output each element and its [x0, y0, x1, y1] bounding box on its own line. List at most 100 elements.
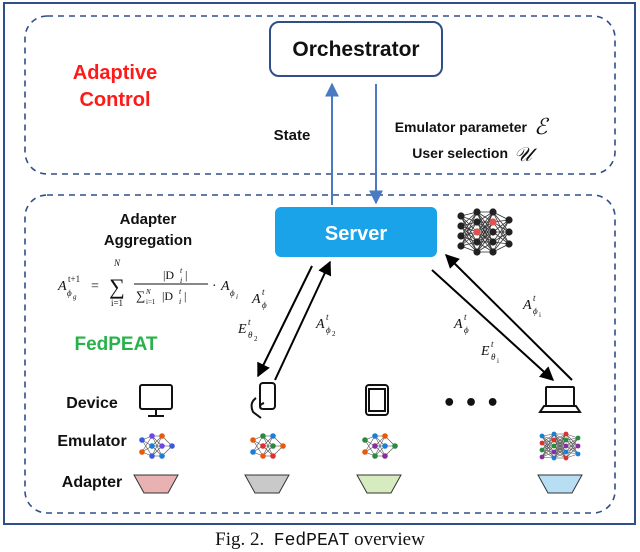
- svg-text:|D: |D: [163, 268, 174, 282]
- aggregation-formula: A t+1 ϕ g = N ∑ i=1 |D t i | ∑ i=1 N |D …: [57, 258, 238, 308]
- svg-text:A: A: [251, 292, 261, 307]
- svg-text:ϕ: ϕ: [326, 325, 331, 335]
- svg-text:t+1: t+1: [68, 274, 80, 284]
- network-node: [489, 228, 497, 236]
- svg-text:i: i: [180, 276, 182, 285]
- caption-prefix: Fig. 2.: [215, 529, 265, 550]
- network-node: [457, 242, 465, 250]
- laptop-icon: [538, 386, 582, 413]
- orchestrator-label: Orchestrator: [292, 38, 419, 61]
- network-node: [473, 208, 481, 216]
- server-box: Server: [275, 207, 437, 257]
- network-node: [473, 238, 481, 246]
- adapter-trapezoid-3: [356, 474, 402, 494]
- svg-text:i: i: [179, 297, 181, 306]
- server-label: Server: [325, 223, 387, 245]
- more-devices-ellipsis: • • •: [442, 391, 500, 416]
- outer-frame: [3, 2, 636, 525]
- server-neural-network-icon: [457, 208, 513, 256]
- svg-text:A: A: [453, 317, 463, 332]
- network-node: [457, 232, 465, 240]
- emulator-parameter-label: Emulator parameter: [395, 119, 528, 135]
- svg-text:A: A: [315, 317, 325, 332]
- emulator-network-2: [250, 433, 286, 459]
- monitor-icon: [139, 384, 173, 417]
- svg-text:θ: θ: [248, 330, 253, 340]
- svg-text:θ: θ: [491, 352, 496, 362]
- network-node: [473, 248, 481, 256]
- orchestrator-box: Orchestrator: [269, 21, 443, 77]
- svg-text:ϕ: ϕ: [230, 288, 235, 298]
- svg-text:2: 2: [254, 335, 258, 343]
- svg-text:i: i: [236, 293, 238, 301]
- svg-text:A: A: [220, 279, 230, 294]
- adapter-trapezoid-1: [133, 474, 179, 494]
- network-node: [505, 216, 513, 224]
- fedpeat-panel: [24, 194, 616, 514]
- device-row-label: Device: [66, 395, 118, 412]
- user-selection-label: User selection: [412, 145, 508, 161]
- adapter-aggregation-line2: Aggregation: [104, 232, 192, 249]
- network-node: [473, 228, 481, 236]
- svg-text:i=1: i=1: [111, 298, 123, 308]
- svg-text:∑: ∑: [136, 288, 145, 303]
- network-node: [489, 238, 497, 246]
- figure-caption: Fig. 2. FedPEAT overview: [0, 529, 640, 551]
- state-label: State: [274, 127, 311, 144]
- adaptive-control-panel: [24, 15, 616, 175]
- svg-text:i: i: [539, 311, 541, 319]
- svg-text:2: 2: [332, 330, 336, 338]
- svg-text:ϕ: ϕ: [533, 306, 538, 316]
- svg-text:t: t: [179, 287, 182, 296]
- svg-text:E: E: [480, 344, 490, 359]
- svg-text:|D: |D: [162, 289, 173, 303]
- emulator-network-4: [539, 431, 581, 461]
- svg-text:t: t: [180, 266, 183, 275]
- svg-text:A: A: [522, 298, 532, 313]
- adaptive-control-title-line2: Control: [79, 89, 150, 111]
- tablet-icon: [365, 384, 389, 416]
- caption-mono: FedPEAT: [273, 531, 350, 551]
- svg-text:t: t: [326, 312, 329, 322]
- emulator-network-3: [362, 433, 398, 459]
- svg-text:t: t: [533, 293, 536, 303]
- network-node: [505, 240, 513, 248]
- arrow-label-left-down-2: E t θ 2: [237, 317, 258, 343]
- svg-text:ϕ: ϕ: [464, 325, 469, 335]
- network-node: [505, 228, 513, 236]
- fedpeat-label: FedPEAT: [74, 334, 157, 355]
- arrow-label-right-down-2: E t θ i: [480, 339, 499, 365]
- svg-text:g: g: [73, 293, 77, 301]
- svg-text:|: |: [184, 289, 186, 303]
- svg-text:ϕ: ϕ: [262, 300, 267, 310]
- adapter-row-label: Adapter: [62, 474, 122, 491]
- network-node: [457, 222, 465, 230]
- network-node: [489, 208, 497, 216]
- svg-text:∑: ∑: [109, 274, 125, 299]
- svg-text:t: t: [464, 312, 467, 322]
- svg-text:ϕ: ϕ: [67, 288, 72, 298]
- svg-text:N: N: [113, 258, 121, 268]
- emulator-parameter-symbol: ℰ: [534, 114, 550, 139]
- svg-text:·: ·: [212, 279, 217, 294]
- network-node: [473, 218, 481, 226]
- arrow-label-left-down-1: A t ϕ: [251, 287, 267, 310]
- arrow-label-right-down-1: A t ϕ: [453, 312, 469, 335]
- svg-text:A: A: [57, 279, 67, 294]
- adapter-trapezoid-4: [537, 474, 583, 494]
- svg-text:N: N: [145, 288, 151, 296]
- caption-suffix: overview: [354, 529, 425, 550]
- adapter-trapezoid-2: [244, 474, 290, 494]
- network-node: [489, 248, 497, 256]
- emulator-network-1: [139, 433, 175, 459]
- network-node: [457, 212, 465, 220]
- svg-text:E: E: [237, 322, 247, 337]
- svg-text:t: t: [248, 317, 251, 327]
- phone-to-server-arrow: [274, 260, 332, 381]
- arrow-label-right-up: A t ϕ i: [522, 293, 541, 319]
- svg-text:i: i: [497, 357, 499, 365]
- network-node: [489, 218, 497, 226]
- svg-text:t: t: [262, 287, 265, 297]
- phone-in-hand-icon: [250, 382, 276, 419]
- svg-text:t: t: [491, 339, 494, 349]
